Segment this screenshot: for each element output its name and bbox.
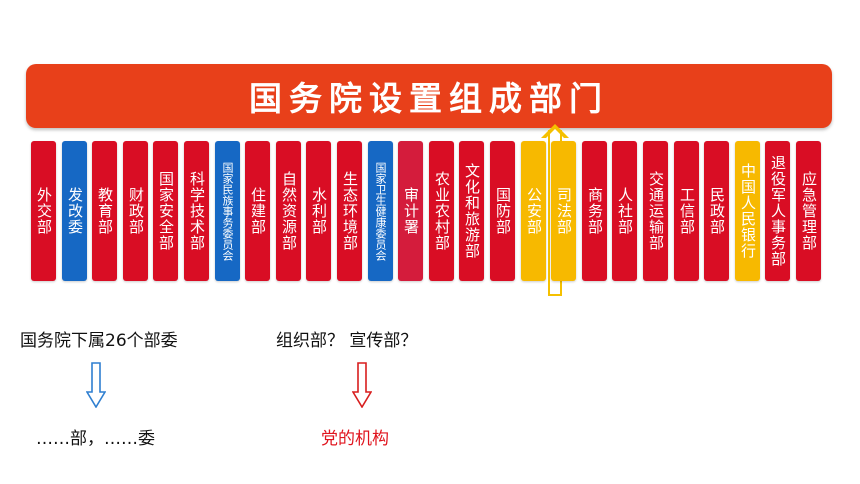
department-box: 国家卫生健康委员会 (368, 141, 393, 281)
department-box: 中国人民银行 (735, 141, 760, 281)
department-box: 交通运输部 (643, 141, 668, 281)
department-box: 商务部 (582, 141, 607, 281)
bracket-pointer-inner (545, 129, 565, 139)
department-box: 工信部 (674, 141, 699, 281)
department-box: 司法部 (551, 141, 576, 281)
department-box: 住建部 (245, 141, 270, 281)
department-box: 应急管理部 (796, 141, 821, 281)
down-arrow-red-icon (352, 362, 372, 408)
department-box: 外交部 (31, 141, 56, 281)
title-banner: 国务院设置组成部门 (26, 64, 832, 128)
department-box: 科学技术部 (184, 141, 209, 281)
department-box: 国家民族事务委员会 (215, 141, 240, 281)
department-box: 国防部 (490, 141, 515, 281)
department-box: 审计署 (398, 141, 423, 281)
department-box: 生态环境部 (337, 141, 362, 281)
department-box: 财政部 (123, 141, 148, 281)
note-party-departments-question: 组织部？ 宣传部？ (276, 331, 418, 351)
department-box: 自然资源部 (276, 141, 301, 281)
department-box: 农业农村部 (429, 141, 454, 281)
department-box: 文化和旅游部 (459, 141, 484, 281)
department-box: 人社部 (612, 141, 637, 281)
department-box: 民政部 (704, 141, 729, 281)
note-subordinate-ministries: 国务院下属26个部委 (20, 331, 178, 351)
down-arrow-blue-icon (86, 362, 106, 408)
department-box: 发改委 (62, 141, 87, 281)
department-box: 教育部 (92, 141, 117, 281)
department-box: 公安部 (521, 141, 546, 281)
note-bu-wei: ……部，……委 (36, 429, 155, 449)
note-party-organs: 党的机构 (321, 429, 389, 449)
department-box: 退役军人事务部 (765, 141, 790, 281)
department-box: 国家安全部 (153, 141, 178, 281)
banner-title: 国务院设置组成部门 (249, 79, 609, 118)
department-box: 水利部 (306, 141, 331, 281)
